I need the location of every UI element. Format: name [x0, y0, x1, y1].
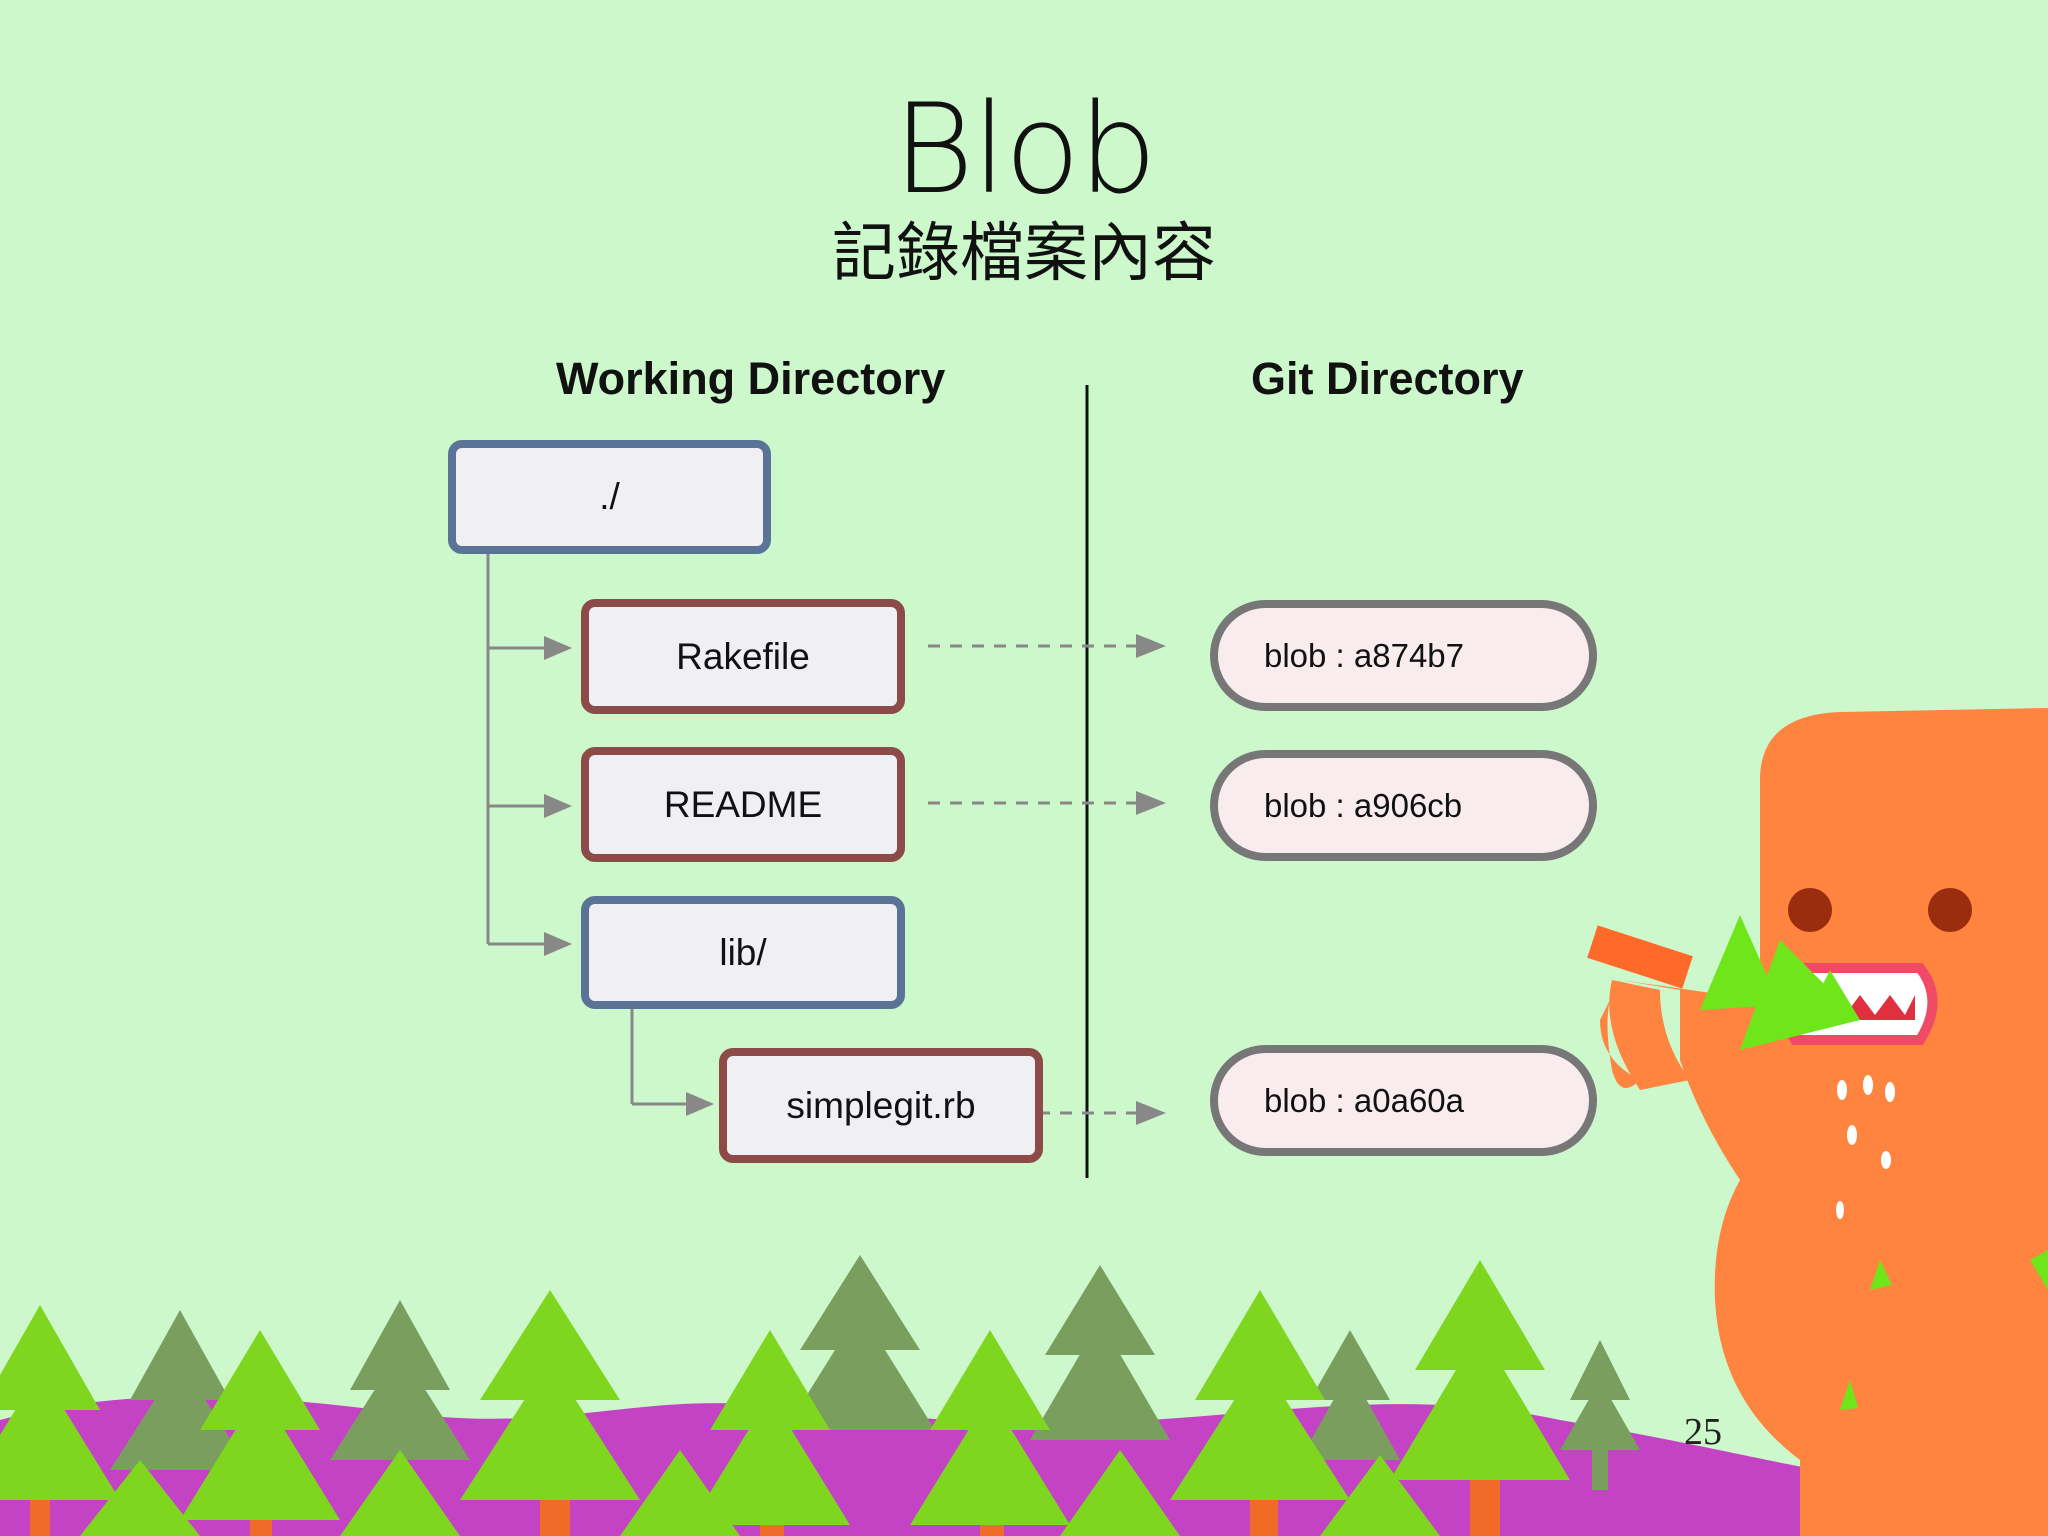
- lib-directory-node: lib/: [581, 896, 905, 1009]
- root-directory-node: ./: [448, 440, 771, 554]
- simplegit-node: simplegit.rb: [719, 1048, 1043, 1163]
- arrow-blob-simplegit: [1136, 1101, 1166, 1125]
- root-directory-label: ./: [599, 476, 620, 517]
- git-directory-heading: Git Directory: [1251, 353, 1524, 404]
- slide-subtitle: 記錄檔案內容: [832, 217, 1216, 291]
- rakefile-node: Rakefile: [581, 599, 905, 714]
- readme-label: README: [663, 783, 823, 825]
- blob-a0a60a-label: blob : a0a60a: [1264, 1081, 1465, 1119]
- arrow-lib: [544, 932, 572, 956]
- lib-directory-label: lib/: [719, 931, 767, 973]
- blob-a874b7-label: blob : a874b7: [1264, 636, 1465, 674]
- front-trees: [0, 1260, 1570, 1536]
- working-directory-heading: Working Directory: [556, 353, 946, 404]
- blob-a906cb-label: blob : a906cb: [1264, 786, 1463, 824]
- arrow-simplegit: [686, 1092, 714, 1116]
- back-trees: [110, 1255, 1640, 1490]
- rakefile-label: Rakefile: [676, 635, 810, 677]
- simplegit-label: simplegit.rb: [786, 1084, 976, 1126]
- mascot-monster: [1587, 708, 2048, 1536]
- readme-node: README: [581, 747, 905, 862]
- arrow-blob-readme: [1136, 791, 1166, 815]
- slide-title: Blob: [892, 78, 1157, 222]
- blob-a874b7: blob : a874b7: [1210, 600, 1597, 711]
- arrow-rakefile: [544, 636, 572, 660]
- blob-a906cb: blob : a906cb: [1210, 750, 1597, 861]
- page-number: 25: [1684, 1411, 1722, 1453]
- arrow-blob-rakefile: [1136, 634, 1166, 658]
- arrow-readme: [544, 794, 572, 818]
- blob-a0a60a: blob : a0a60a: [1210, 1045, 1597, 1156]
